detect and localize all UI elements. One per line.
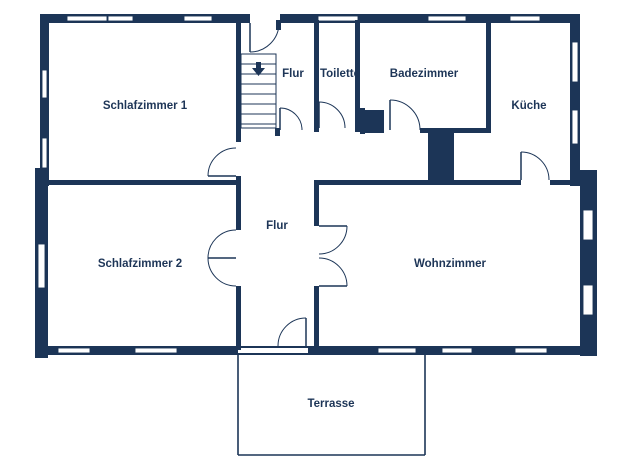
room-label-toilette: Toilette <box>320 68 360 80</box>
room-label-badezimmer: Badezimmer <box>390 68 459 80</box>
room-label-kueche: Küche <box>511 100 546 112</box>
room-label-terrasse: Terrasse <box>307 398 354 410</box>
interior-walls <box>44 20 580 350</box>
room-label-wohnzimmer: Wohnzimmer <box>414 258 487 270</box>
room-labels: Schlafzimmer 1 Flur Toilette Badezimmer … <box>98 68 547 410</box>
arrow-down-icon <box>252 62 265 76</box>
room-label-flur-center: Flur <box>266 220 288 232</box>
room-label-schlafzimmer-1: Schlafzimmer 1 <box>103 100 188 112</box>
doors <box>207 22 550 347</box>
windows <box>37 15 594 354</box>
room-label-schlafzimmer-2: Schlafzimmer 2 <box>98 258 182 270</box>
terrace-outline <box>237 355 426 456</box>
staircase <box>240 53 277 129</box>
room-label-flur-top: Flur <box>282 68 304 80</box>
